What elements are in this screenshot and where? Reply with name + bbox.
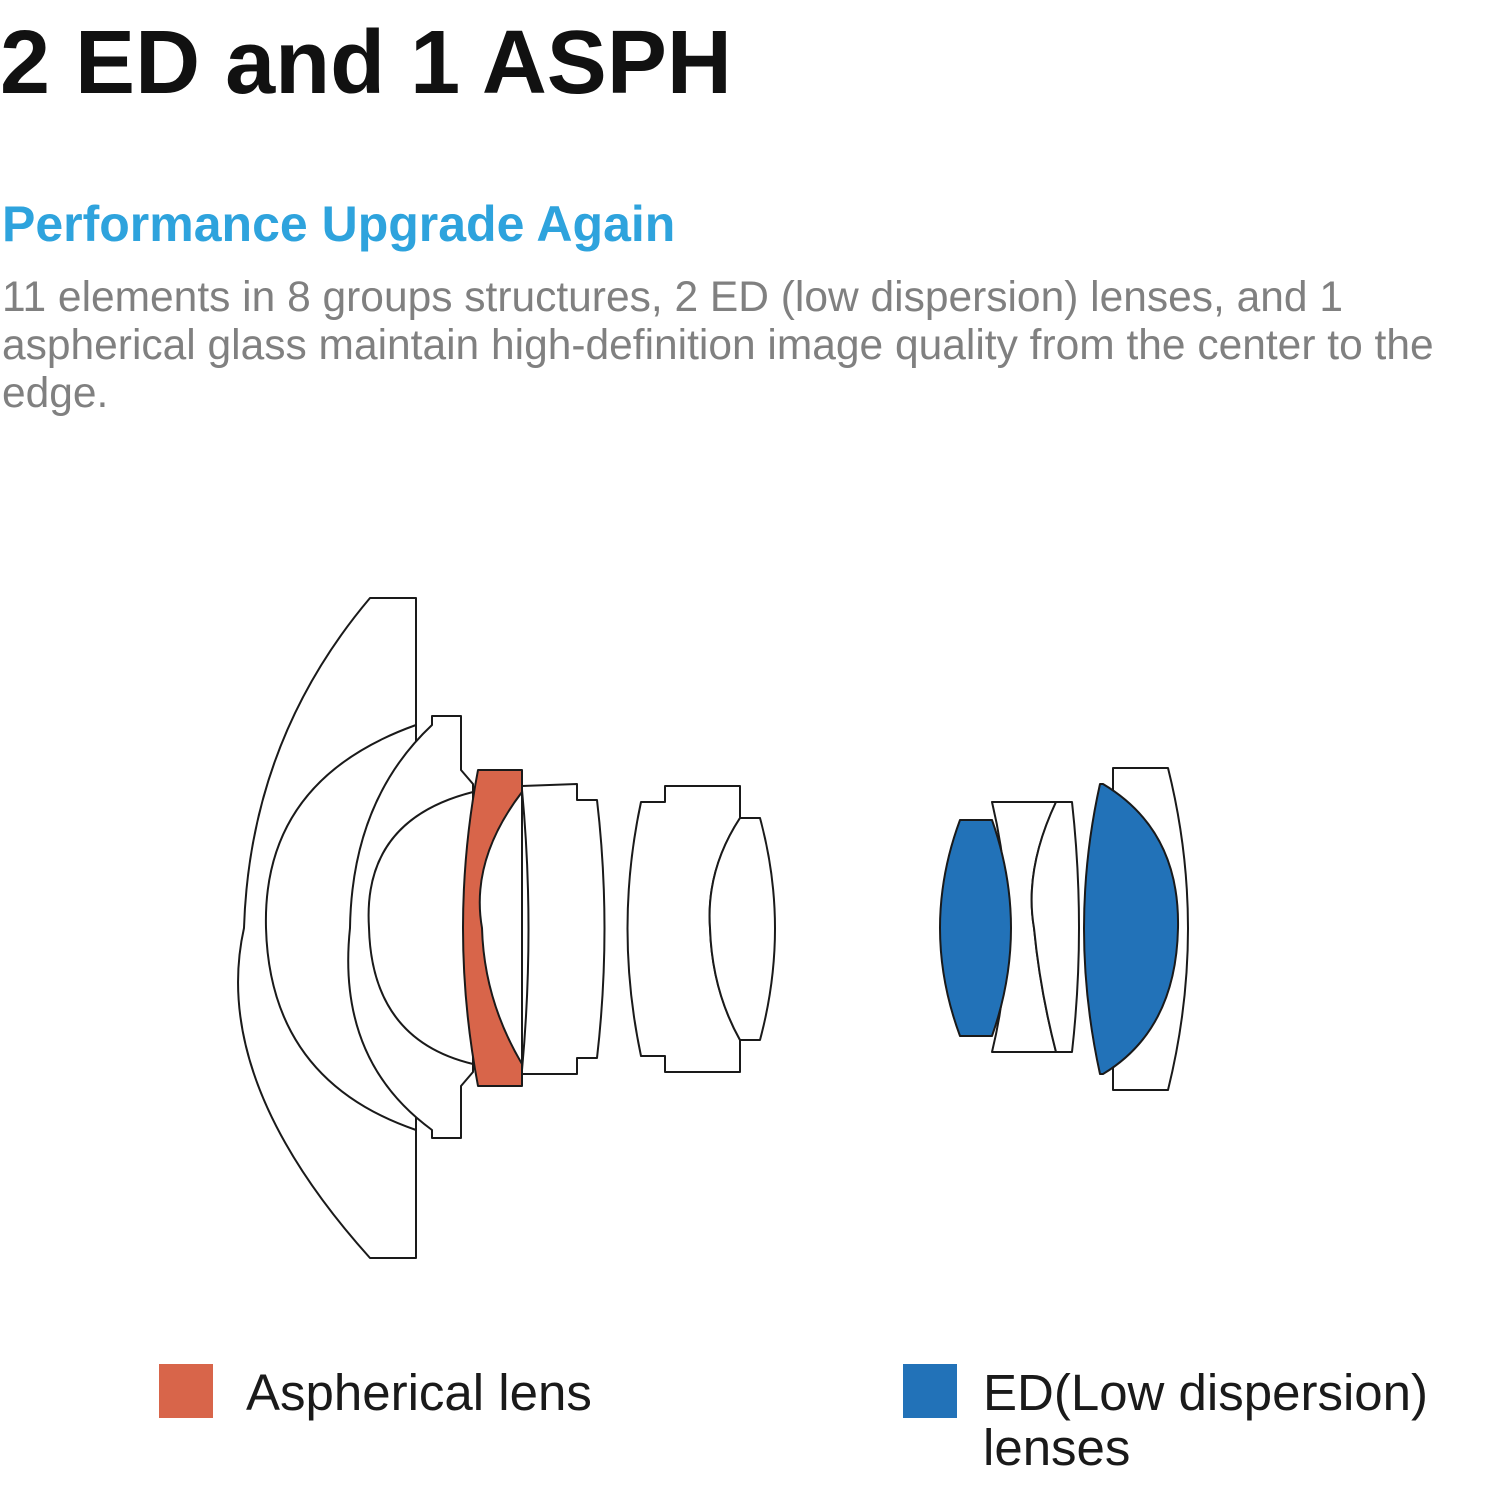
page-title: 2 ED and 1 ASPH bbox=[0, 13, 732, 113]
ed-lens-element-1 bbox=[939, 819, 1012, 1037]
lens-element-6 bbox=[708, 817, 776, 1041]
aspherical-legend-swatch bbox=[159, 1364, 213, 1418]
ed-legend-label-line2: lenses bbox=[983, 1419, 1131, 1476]
lens-element-1 bbox=[237, 597, 417, 1259]
lens-element-2 bbox=[347, 715, 474, 1139]
ed-lens-element-2 bbox=[1083, 783, 1180, 1075]
page-description: 11 elements in 8 groups structures, 2 ED… bbox=[2, 274, 1434, 417]
lens-element-4-inner bbox=[521, 789, 530, 1071]
lens-element-4 bbox=[521, 783, 606, 1075]
lens-element-1-inner bbox=[264, 724, 417, 1131]
ed-legend-label-line1: ED(Low dispersion) bbox=[983, 1364, 1429, 1421]
aspherical-lens-element bbox=[462, 769, 523, 1087]
lens-element-2-inner bbox=[367, 791, 474, 1065]
lens-element-9 bbox=[1030, 801, 1080, 1053]
aspherical-legend-label: Aspherical lens bbox=[246, 1364, 592, 1421]
ed-legend-swatch bbox=[903, 1364, 957, 1418]
page-subtitle: Performance Upgrade Again bbox=[2, 196, 676, 252]
